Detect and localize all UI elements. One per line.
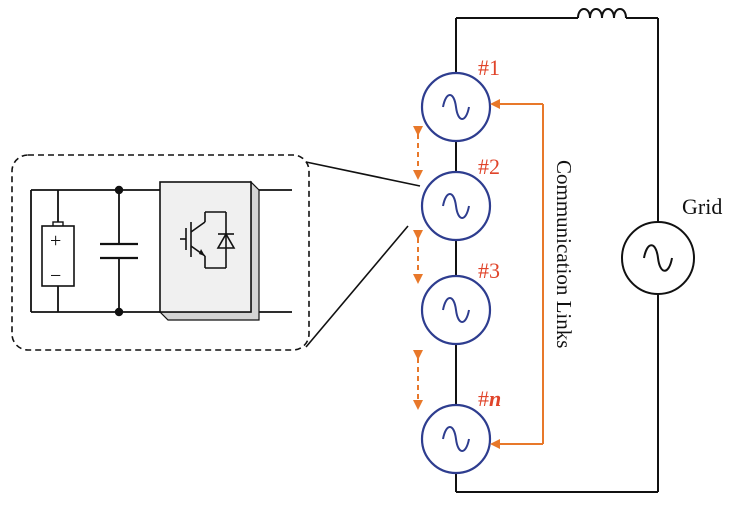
ac-unit-3 <box>420 274 492 346</box>
unit-label-n: #n <box>478 386 501 411</box>
ac-unit-1 <box>420 71 492 143</box>
unit-detail-box: + − <box>11 154 310 351</box>
unit-label-n-prefix: # <box>478 386 489 411</box>
sine-icon <box>442 193 470 219</box>
junction-dot <box>114 185 124 195</box>
grid-loop-wiring <box>456 8 659 493</box>
ac-unit-2 <box>420 170 492 242</box>
grid-label: Grid <box>682 194 722 219</box>
inductor-icon <box>577 8 627 19</box>
junction-dot <box>114 307 124 317</box>
communication-links <box>490 99 544 449</box>
capacitor-icon <box>100 242 138 260</box>
diode-triangle <box>216 232 236 249</box>
sine-icon <box>442 297 470 323</box>
unit-label-1: #1 <box>478 55 500 80</box>
inverter-block-icon <box>158 180 260 321</box>
ac-output-wiring <box>259 189 292 313</box>
sine-icon <box>442 94 470 120</box>
battery-minus-sign: − <box>50 265 61 287</box>
detail-dashed-frame <box>11 154 310 351</box>
communication-links-label: Communication Links <box>552 160 576 348</box>
zoom-connectors <box>305 161 421 348</box>
sine-icon <box>442 426 470 452</box>
battery-icon <box>41 221 75 287</box>
unit-label-3: #3 <box>478 258 500 283</box>
dc-bus-wiring <box>30 189 160 313</box>
ac-unit-n <box>420 403 492 475</box>
battery-plus-sign: + <box>50 230 61 252</box>
igbt-emitter-arrow <box>199 249 205 256</box>
grid-sine-icon <box>643 244 673 272</box>
unit-label-2: #2 <box>478 154 500 179</box>
grid-source <box>621 221 695 295</box>
unit-label-n-suffix: n <box>489 386 501 411</box>
